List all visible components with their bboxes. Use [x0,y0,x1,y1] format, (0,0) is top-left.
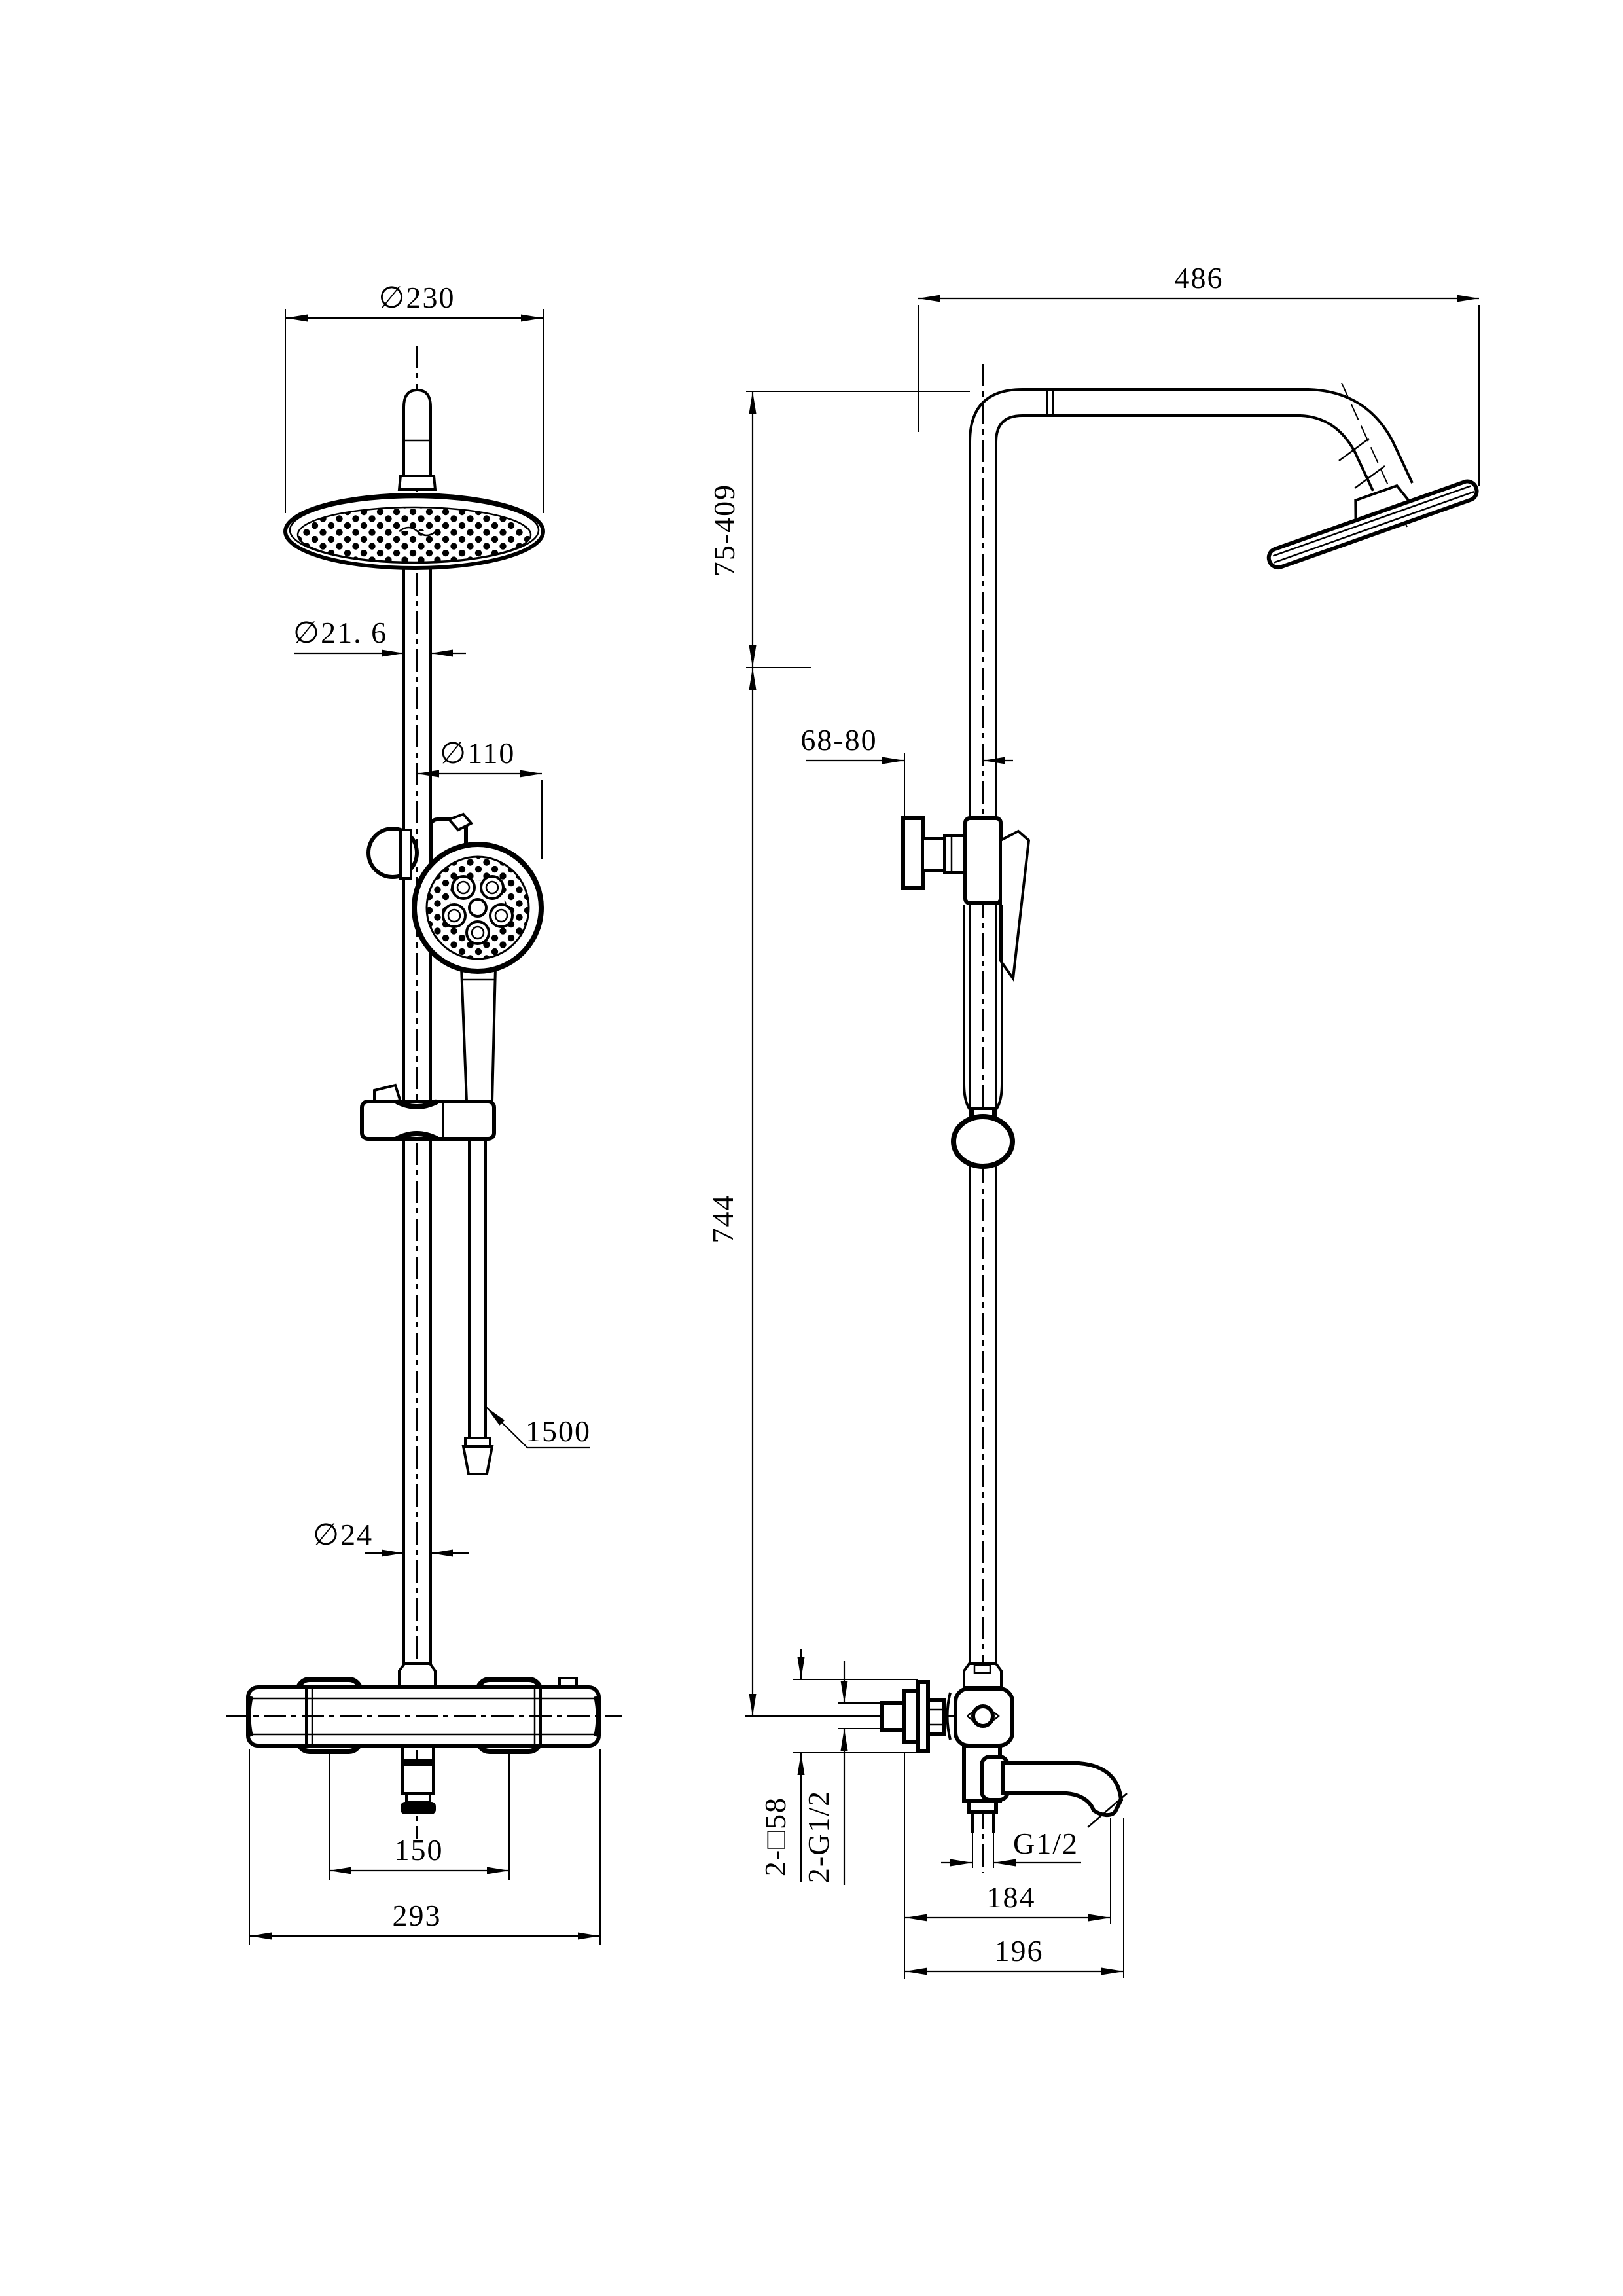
head-top-connector [397,388,437,491]
slider-ball-side [951,1107,1015,1169]
dim-wall-clearance: 68-80 [800,723,1013,822]
dim-text-hose-outlet-thread: G1/2 [1013,1827,1079,1860]
dim-spout-reach: 184 [905,1818,1111,1924]
dim-text-escutcheon-square: 2-□58 [758,1797,792,1876]
dim-arm-reach: 486 [918,261,1480,486]
dim-text-hand-shower-diameter: ∅110 [440,736,515,770]
dim-text-riser-diameter: ∅21. 6 [293,616,387,649]
dim-hose-length: 1500 [486,1407,591,1449]
dim-riser-height: 744 [706,668,955,1717]
dim-spout-overall-reach: 196 [905,1818,1124,1978]
wall-bracket-side [901,816,1031,982]
shower-arm [969,382,1414,528]
hose-outlet-nut [967,1799,998,1814]
valve-riser-collar [398,1662,437,1689]
side-riser-pipe [969,440,997,1664]
shower-hose [461,1139,494,1475]
hand-shower-head [412,842,544,974]
dim-text-inlet-thread: 2-G1/2 [802,1790,835,1883]
dim-inlet-thread: 2-G1/2 [802,1661,882,1885]
front-view: ∅230 ∅21. 6 ∅110 [226,281,622,1945]
dim-text-hose-length: 1500 [526,1414,591,1448]
dim-text-spout-overall-reach: 196 [995,1934,1044,1967]
tub-spout-side [962,1744,1128,1833]
dim-text-wall-clearance: 68-80 [800,723,877,757]
dim-text-head-diameter: ∅230 [378,281,455,314]
slide-bar-clamp [360,1083,496,1141]
dim-hose-outlet-thread: G1/2 [941,1827,1081,1868]
head-logo-mark [399,526,437,537]
wall-union [880,1701,906,1732]
hand-shower-handle [459,966,497,1103]
dim-text-riser-height: 744 [706,1194,740,1244]
overhead-shower-side [1266,479,1479,570]
dim-head-diameter: ∅230 [285,281,544,513]
dim-text-lower-pipe-diameter: ∅24 [313,1518,373,1551]
dim-valve-width: 293 [249,1749,601,1945]
dim-text-spout-reach: 184 [987,1880,1036,1914]
dim-text-arm-reach: 486 [1175,261,1224,295]
dim-inlet-spacing: 150 [329,1754,510,1880]
dim-escutcheon-square: 2-□58 [758,1649,918,1882]
dim-lower-pipe-diameter: ∅24 [313,1518,469,1557]
bracket-lever [999,829,1031,982]
dim-head-height-range: 75-409 [707,391,970,668]
valve-bottom-outlet [401,1746,436,1814]
dim-riser-diameter: ∅21. 6 [293,616,466,657]
dim-hand-shower-diameter: ∅110 [417,736,543,859]
thermostatic-valve-side [880,1662,1128,1833]
temperature-dial [971,1704,995,1728]
dim-text-head-height-range: 75-409 [707,484,741,577]
inlet-hex-nipple [926,1698,946,1736]
thermostatic-valve-front [226,1662,622,1814]
dim-text-inlet-spacing: 150 [395,1833,444,1867]
dim-text-valve-width: 293 [393,1899,442,1932]
side-view: 486 75-409 744 68-80 [706,261,1480,1979]
spray-face-dots [296,506,532,564]
overhead-shower-head [283,493,545,570]
hand-shower-hub [442,875,514,945]
